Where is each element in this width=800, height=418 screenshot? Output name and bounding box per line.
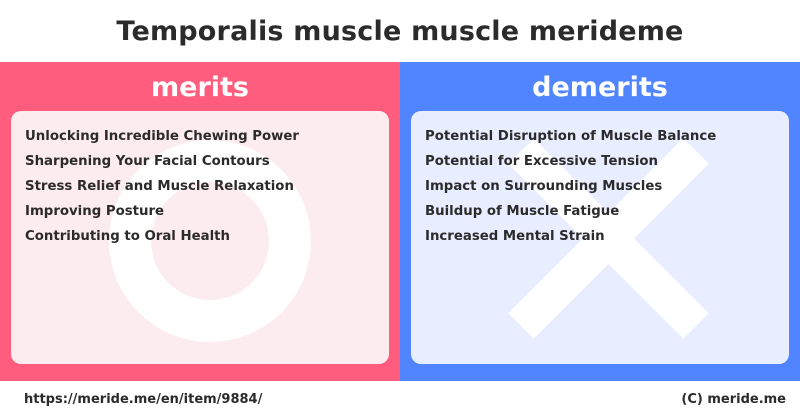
merits-card: Unlocking Incredible Chewing Power Sharp…: [11, 111, 389, 364]
circle-icon: [109, 140, 311, 342]
list-item: Potential Disruption of Muscle Balance: [425, 129, 717, 144]
list-item: Improving Posture: [25, 204, 165, 219]
cross-icon: [508, 138, 709, 339]
list-item: Unlocking Incredible Chewing Power: [25, 129, 299, 144]
merits-list: Unlocking Incredible Chewing Power Sharp…: [25, 124, 299, 249]
source-url[interactable]: https://meride.me/en/item/9884/: [24, 392, 263, 407]
merits-panel: merits Unlocking Incredible Chewing Powe…: [0, 62, 400, 381]
demerits-list: Potential Disruption of Muscle Balance P…: [425, 124, 716, 249]
footer: https://meride.me/en/item/9884/ (C) meri…: [0, 381, 800, 418]
merits-heading: merits: [151, 71, 249, 103]
list-item: Buildup of Muscle Fatigue: [425, 204, 620, 219]
list-item: Increased Mental Strain: [425, 229, 605, 244]
list-item: Potential for Excessive Tension: [425, 154, 659, 169]
page-title: Temporalis muscle muscle merideme: [116, 15, 684, 47]
demerits-heading: demerits: [532, 71, 668, 103]
list-item: Sharpening Your Facial Contours: [25, 154, 270, 169]
demerits-panel: demerits Potential Disruption of Muscle …: [400, 62, 800, 381]
copyright: (C) meride.me: [681, 392, 786, 407]
list-item: Impact on Surrounding Muscles: [425, 179, 663, 194]
list-item: Contributing to Oral Health: [25, 229, 230, 244]
demerits-card: Potential Disruption of Muscle Balance P…: [411, 111, 789, 364]
list-item: Stress Relief and Muscle Relaxation: [25, 179, 294, 194]
